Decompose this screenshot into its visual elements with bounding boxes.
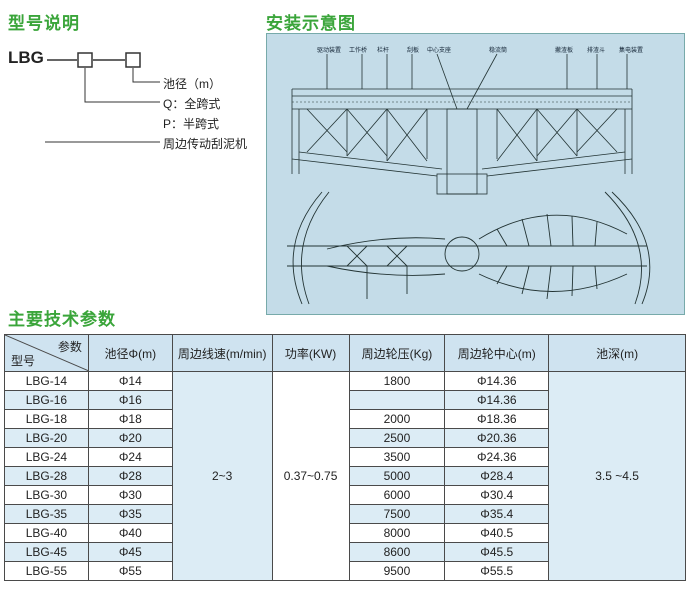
table-row: LBG-16 Φ16 Φ14.36 [4, 390, 686, 410]
header-pressure: 周边轮压(Kg) [348, 334, 446, 372]
cell-pressure: 2000 [348, 409, 446, 429]
label-stabilizer: 稳流筒 [489, 46, 507, 54]
model-explanation-title: 型号说明 [8, 14, 80, 33]
diagram-title: 安装示意图 [266, 14, 356, 33]
cell-model: LBG-55 [4, 561, 89, 581]
cell-wheel-center: Φ14.36 [444, 371, 550, 391]
cell-diameter: Φ18 [87, 409, 173, 429]
table-row: LBG-20 Φ20 2500 Φ20.36 [4, 428, 686, 448]
label-center: 中心支座 [427, 46, 451, 54]
cell-pressure: 6000 [348, 485, 446, 505]
label-scum: 排渣斗 [587, 46, 605, 54]
cell-pressure [348, 390, 446, 410]
cell-wheel-center: Φ55.5 [444, 561, 550, 581]
cell-model: LBG-28 [4, 466, 89, 486]
cell-model: LBG-40 [4, 523, 89, 543]
header-wheel-center: 周边轮中心(m) [444, 334, 550, 372]
installation-drawing: 驱动装置 工作桥 栏杆 刮板 中心支座 稳流筒 撇渣板 排渣斗 集电装置 [287, 46, 651, 305]
cell-model: LBG-20 [4, 428, 89, 448]
corner-diagonal [5, 335, 89, 371]
cell-wheel-center: Φ18.36 [444, 409, 550, 429]
cell-model: LBG-30 [4, 485, 89, 505]
legend-machine-type: 周边传动刮泥机 [163, 137, 248, 151]
table-header-row: 参数 型号 池径Φ(m) 周边线速(m/min) 功率(KW) 周边轮压(Kg)… [4, 334, 686, 372]
cell-diameter: Φ14 [87, 371, 173, 391]
corner-param-label: 参数 [57, 340, 82, 354]
table-row: LBG-40 Φ40 8000 Φ40.5 [4, 523, 686, 543]
cell-model: LBG-45 [4, 542, 89, 562]
cell-diameter: Φ35 [87, 504, 173, 524]
label-skimmer: 撇渣板 [555, 46, 573, 54]
cell-wheel-center: Φ24.36 [444, 447, 550, 467]
cell-wheel-center: Φ20.36 [444, 428, 550, 448]
tech-params-title: 主要技术参数 [8, 310, 116, 329]
cell-diameter: Φ45 [87, 542, 173, 562]
installation-diagram: 驱动装置 工作桥 栏杆 刮板 中心支座 稳流筒 撇渣板 排渣斗 集电装置 [266, 33, 685, 315]
cell-model: LBG-24 [4, 447, 89, 467]
header-diameter: 池径Φ(m) [87, 334, 173, 372]
cell-pressure: 8000 [348, 523, 446, 543]
cell-model: LBG-18 [4, 409, 89, 429]
cell-wheel-center: Φ35.4 [444, 504, 550, 524]
model-code-connectors [45, 52, 160, 143]
cell-wheel-center: Φ14.36 [444, 390, 550, 410]
corner-header: 参数 型号 [4, 334, 89, 372]
cell-model: LBG-35 [4, 504, 89, 524]
cell-pressure: 8600 [348, 542, 446, 562]
cell-pressure: 2500 [348, 428, 446, 448]
label-collector: 集电装置 [619, 46, 643, 54]
table-row: LBG-14 Φ14 2~3 0.37~0.75 1800 Φ14.36 3.5… [4, 371, 686, 581]
label-scraper: 刮板 [407, 46, 419, 54]
table-row: LBG-18 Φ18 2000 Φ18.36 [4, 409, 686, 429]
cell-speed: 2~3 [171, 371, 273, 581]
cell-pressure: 1800 [348, 371, 446, 391]
params-table: 参数 型号 池径Φ(m) 周边线速(m/min) 功率(KW) 周边轮压(Kg)… [4, 334, 686, 581]
cell-pressure: 7500 [348, 504, 446, 524]
table-row: LBG-35 Φ35 7500 Φ35.4 [4, 504, 686, 524]
cell-wheel-center: Φ30.4 [444, 485, 550, 505]
model-code: LBG [8, 48, 44, 67]
cell-depth: 3.5 ~4.5 [548, 371, 686, 581]
cell-wheel-center: Φ40.5 [444, 523, 550, 543]
corner-model-label: 型号 [11, 354, 36, 368]
table-row: LBG-30 Φ30 6000 Φ30.4 [4, 485, 686, 505]
cell-diameter: Φ30 [87, 485, 173, 505]
label-bridge: 工作桥 [349, 46, 367, 54]
header-depth: 池深(m) [548, 334, 686, 372]
cell-diameter: Φ55 [87, 561, 173, 581]
cell-power: 0.37~0.75 [271, 371, 350, 581]
table-row: LBG-55 Φ55 9500 Φ55.5 [4, 561, 686, 581]
legend-diameter: 池径（m） [163, 77, 221, 91]
cell-model: LBG-14 [4, 371, 89, 391]
table-row: LBG-45 Φ45 8600 Φ45.5 [4, 542, 686, 562]
cell-wheel-center: Φ45.5 [444, 542, 550, 562]
header-power: 功率(KW) [271, 334, 350, 372]
cell-pressure: 9500 [348, 561, 446, 581]
cell-diameter: Φ16 [87, 390, 173, 410]
cell-diameter: Φ28 [87, 466, 173, 486]
legend-half-span: P：半跨式 [163, 117, 220, 131]
cell-diameter: Φ20 [87, 428, 173, 448]
legend-full-span: Q：全跨式 [163, 97, 221, 111]
cell-model: LBG-16 [4, 390, 89, 410]
cell-diameter: Φ24 [87, 447, 173, 467]
table-row: LBG-24 Φ24 3500 Φ24.36 [4, 447, 686, 467]
header-speed: 周边线速(m/min) [171, 334, 273, 372]
cell-diameter: Φ40 [87, 523, 173, 543]
label-drive: 驱动装置 [317, 46, 341, 54]
cell-pressure: 5000 [348, 466, 446, 486]
label-railing: 栏杆 [377, 46, 389, 54]
cell-pressure: 3500 [348, 447, 446, 467]
cell-wheel-center: Φ28.4 [444, 466, 550, 486]
